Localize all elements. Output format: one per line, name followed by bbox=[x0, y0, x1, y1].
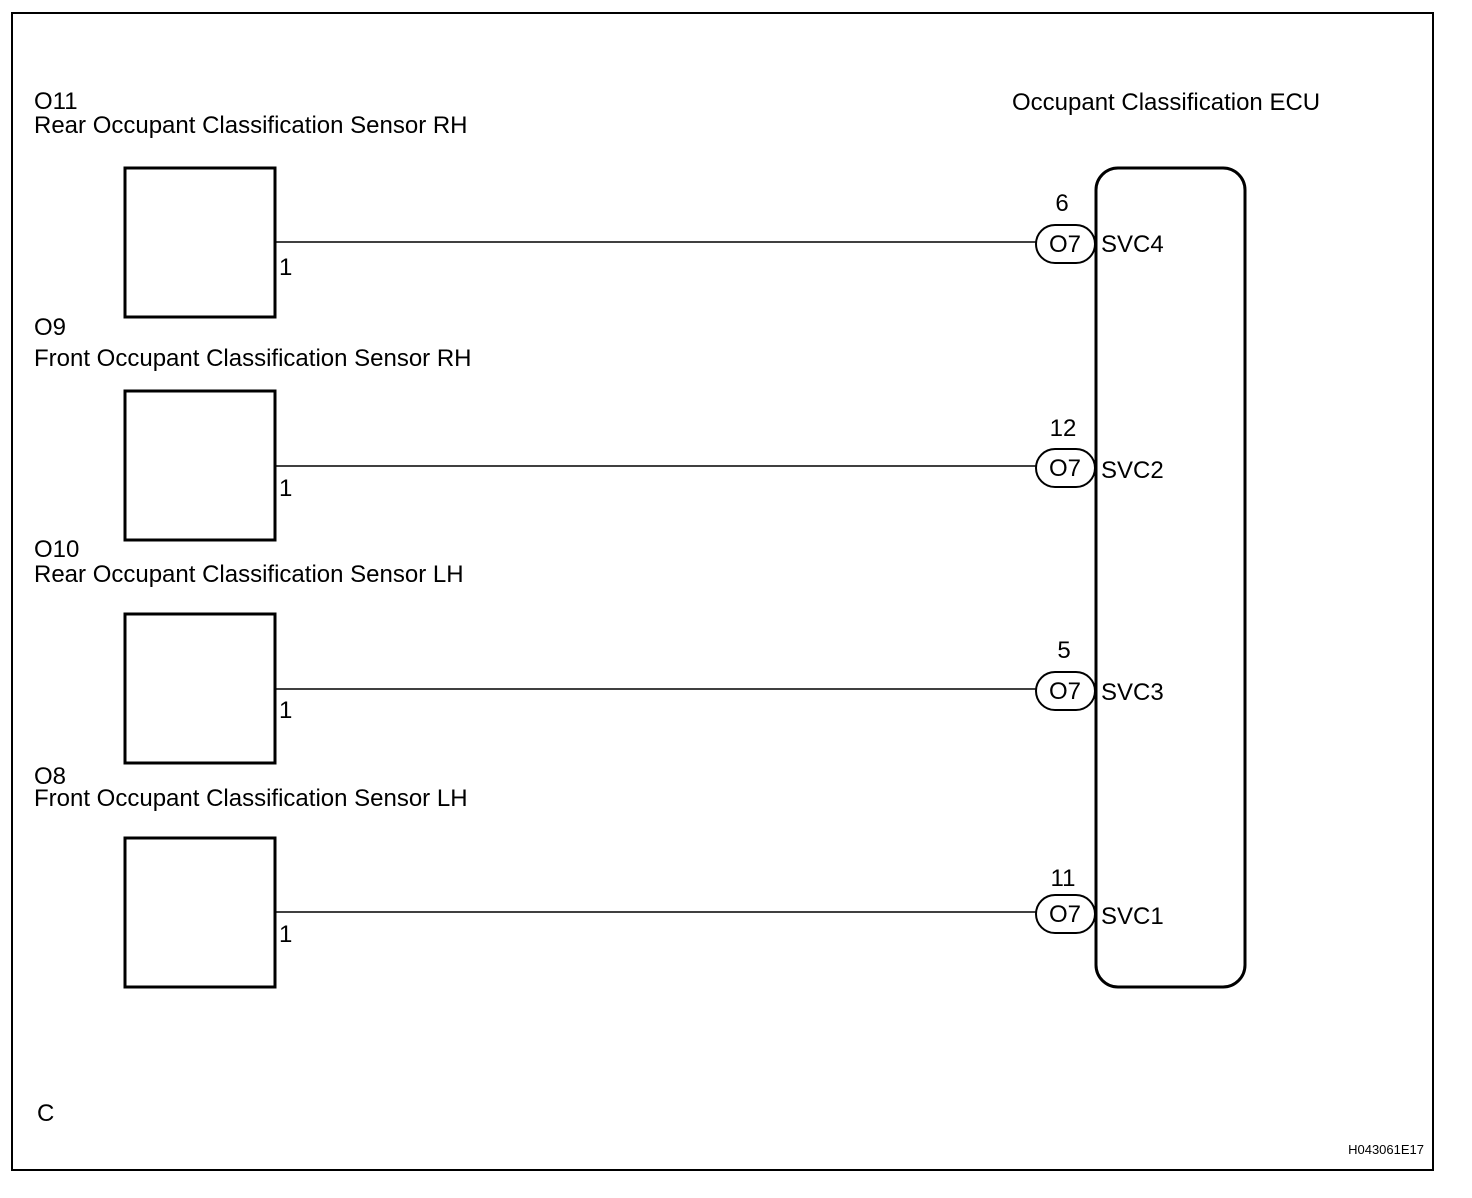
figure-id: H043061E17 bbox=[1348, 1142, 1424, 1157]
connector-code: O7 bbox=[1049, 901, 1081, 928]
sensor-code: O9 bbox=[34, 314, 66, 341]
ecu-pin-number: 12 bbox=[1050, 415, 1077, 442]
sensor-code: O8 bbox=[34, 763, 66, 790]
connector-code: O7 bbox=[1049, 455, 1081, 482]
connector-capsule bbox=[1035, 224, 1096, 264]
sensor-name: Rear Occupant Classification Sensor RH bbox=[34, 112, 468, 139]
sensor-box bbox=[123, 612, 277, 765]
sensor-circuit-o11: O11 Rear Occupant Classification Sensor … bbox=[34, 88, 1164, 319]
ecu-pin-number: 5 bbox=[1057, 637, 1070, 664]
ecu-pin-number: 6 bbox=[1055, 190, 1068, 217]
ecu-box bbox=[1094, 166, 1247, 989]
connector-code: O7 bbox=[1049, 231, 1081, 258]
sensor-box bbox=[123, 836, 277, 989]
sensor-circuit-o8: O8 Front Occupant Classification Sensor … bbox=[34, 763, 1164, 989]
ecu-title: Occupant Classification ECU bbox=[1012, 89, 1320, 116]
connector-capsule bbox=[1035, 671, 1096, 711]
connector-capsule bbox=[1035, 448, 1096, 488]
sensor-pin-number: 1 bbox=[279, 254, 292, 281]
sensor-pin-number: 1 bbox=[279, 921, 292, 948]
sensor-circuit-o10: O10 Rear Occupant Classification Sensor … bbox=[34, 536, 1164, 765]
sensor-box bbox=[123, 389, 277, 542]
ecu-terminal: SVC4 bbox=[1101, 231, 1164, 258]
diagram-frame bbox=[11, 12, 1434, 1171]
sensor-pin-number: 1 bbox=[279, 475, 292, 502]
corner-label: C bbox=[37, 1100, 54, 1127]
sensor-code: O11 bbox=[34, 88, 78, 115]
ecu-terminal: SVC3 bbox=[1101, 679, 1164, 706]
sensor-name: Rear Occupant Classification Sensor LH bbox=[34, 561, 464, 588]
sensor-circuit-o9: O9 Front Occupant Classification Sensor … bbox=[34, 314, 1164, 542]
sensor-name: Front Occupant Classification Sensor LH bbox=[34, 785, 468, 812]
ecu-terminal: SVC2 bbox=[1101, 457, 1164, 484]
sensor-box bbox=[123, 166, 277, 319]
connector-capsule bbox=[1035, 894, 1096, 934]
ecu-pin-number: 11 bbox=[1051, 865, 1076, 892]
connector-code: O7 bbox=[1049, 678, 1081, 705]
sensor-pin-number: 1 bbox=[279, 697, 292, 724]
ecu-terminal: SVC1 bbox=[1101, 903, 1164, 930]
sensor-code: O10 bbox=[34, 536, 79, 563]
sensor-name: Front Occupant Classification Sensor RH bbox=[34, 345, 472, 372]
